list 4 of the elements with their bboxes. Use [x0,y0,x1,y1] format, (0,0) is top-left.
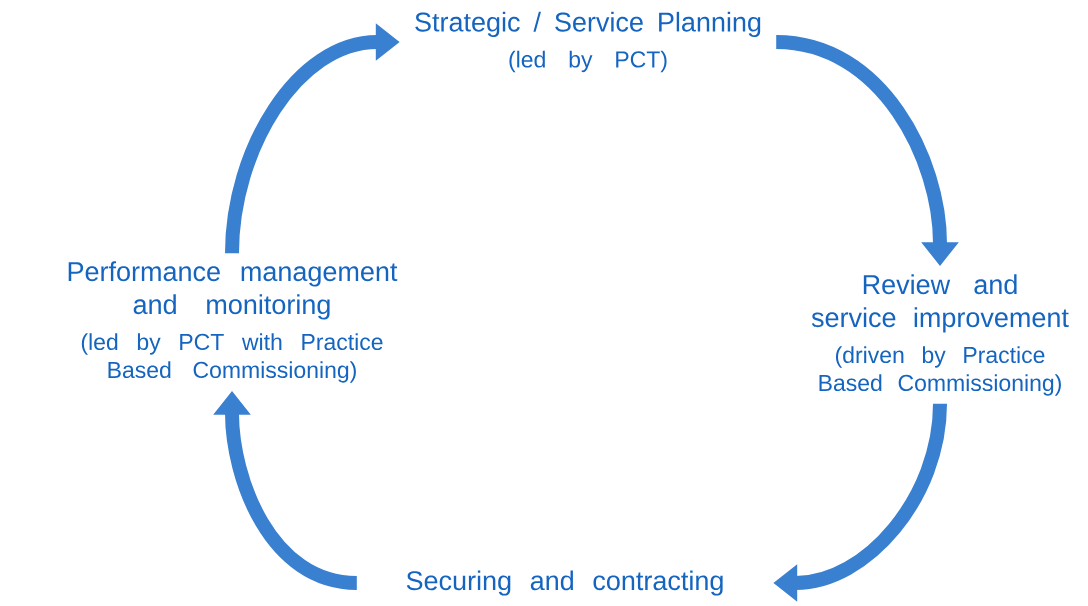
stage-label: Performance management and monitoring (led by PCT with Practice Based Commissioning) [68,261,398,383]
stage-label: Review and service improvement (driven by Practice Based Commissioning) [811,274,1069,396]
stage-label: Strategic / Service Planning (led by PCT) [415,11,761,73]
stage-label: Securing and contracting [406,570,723,596]
